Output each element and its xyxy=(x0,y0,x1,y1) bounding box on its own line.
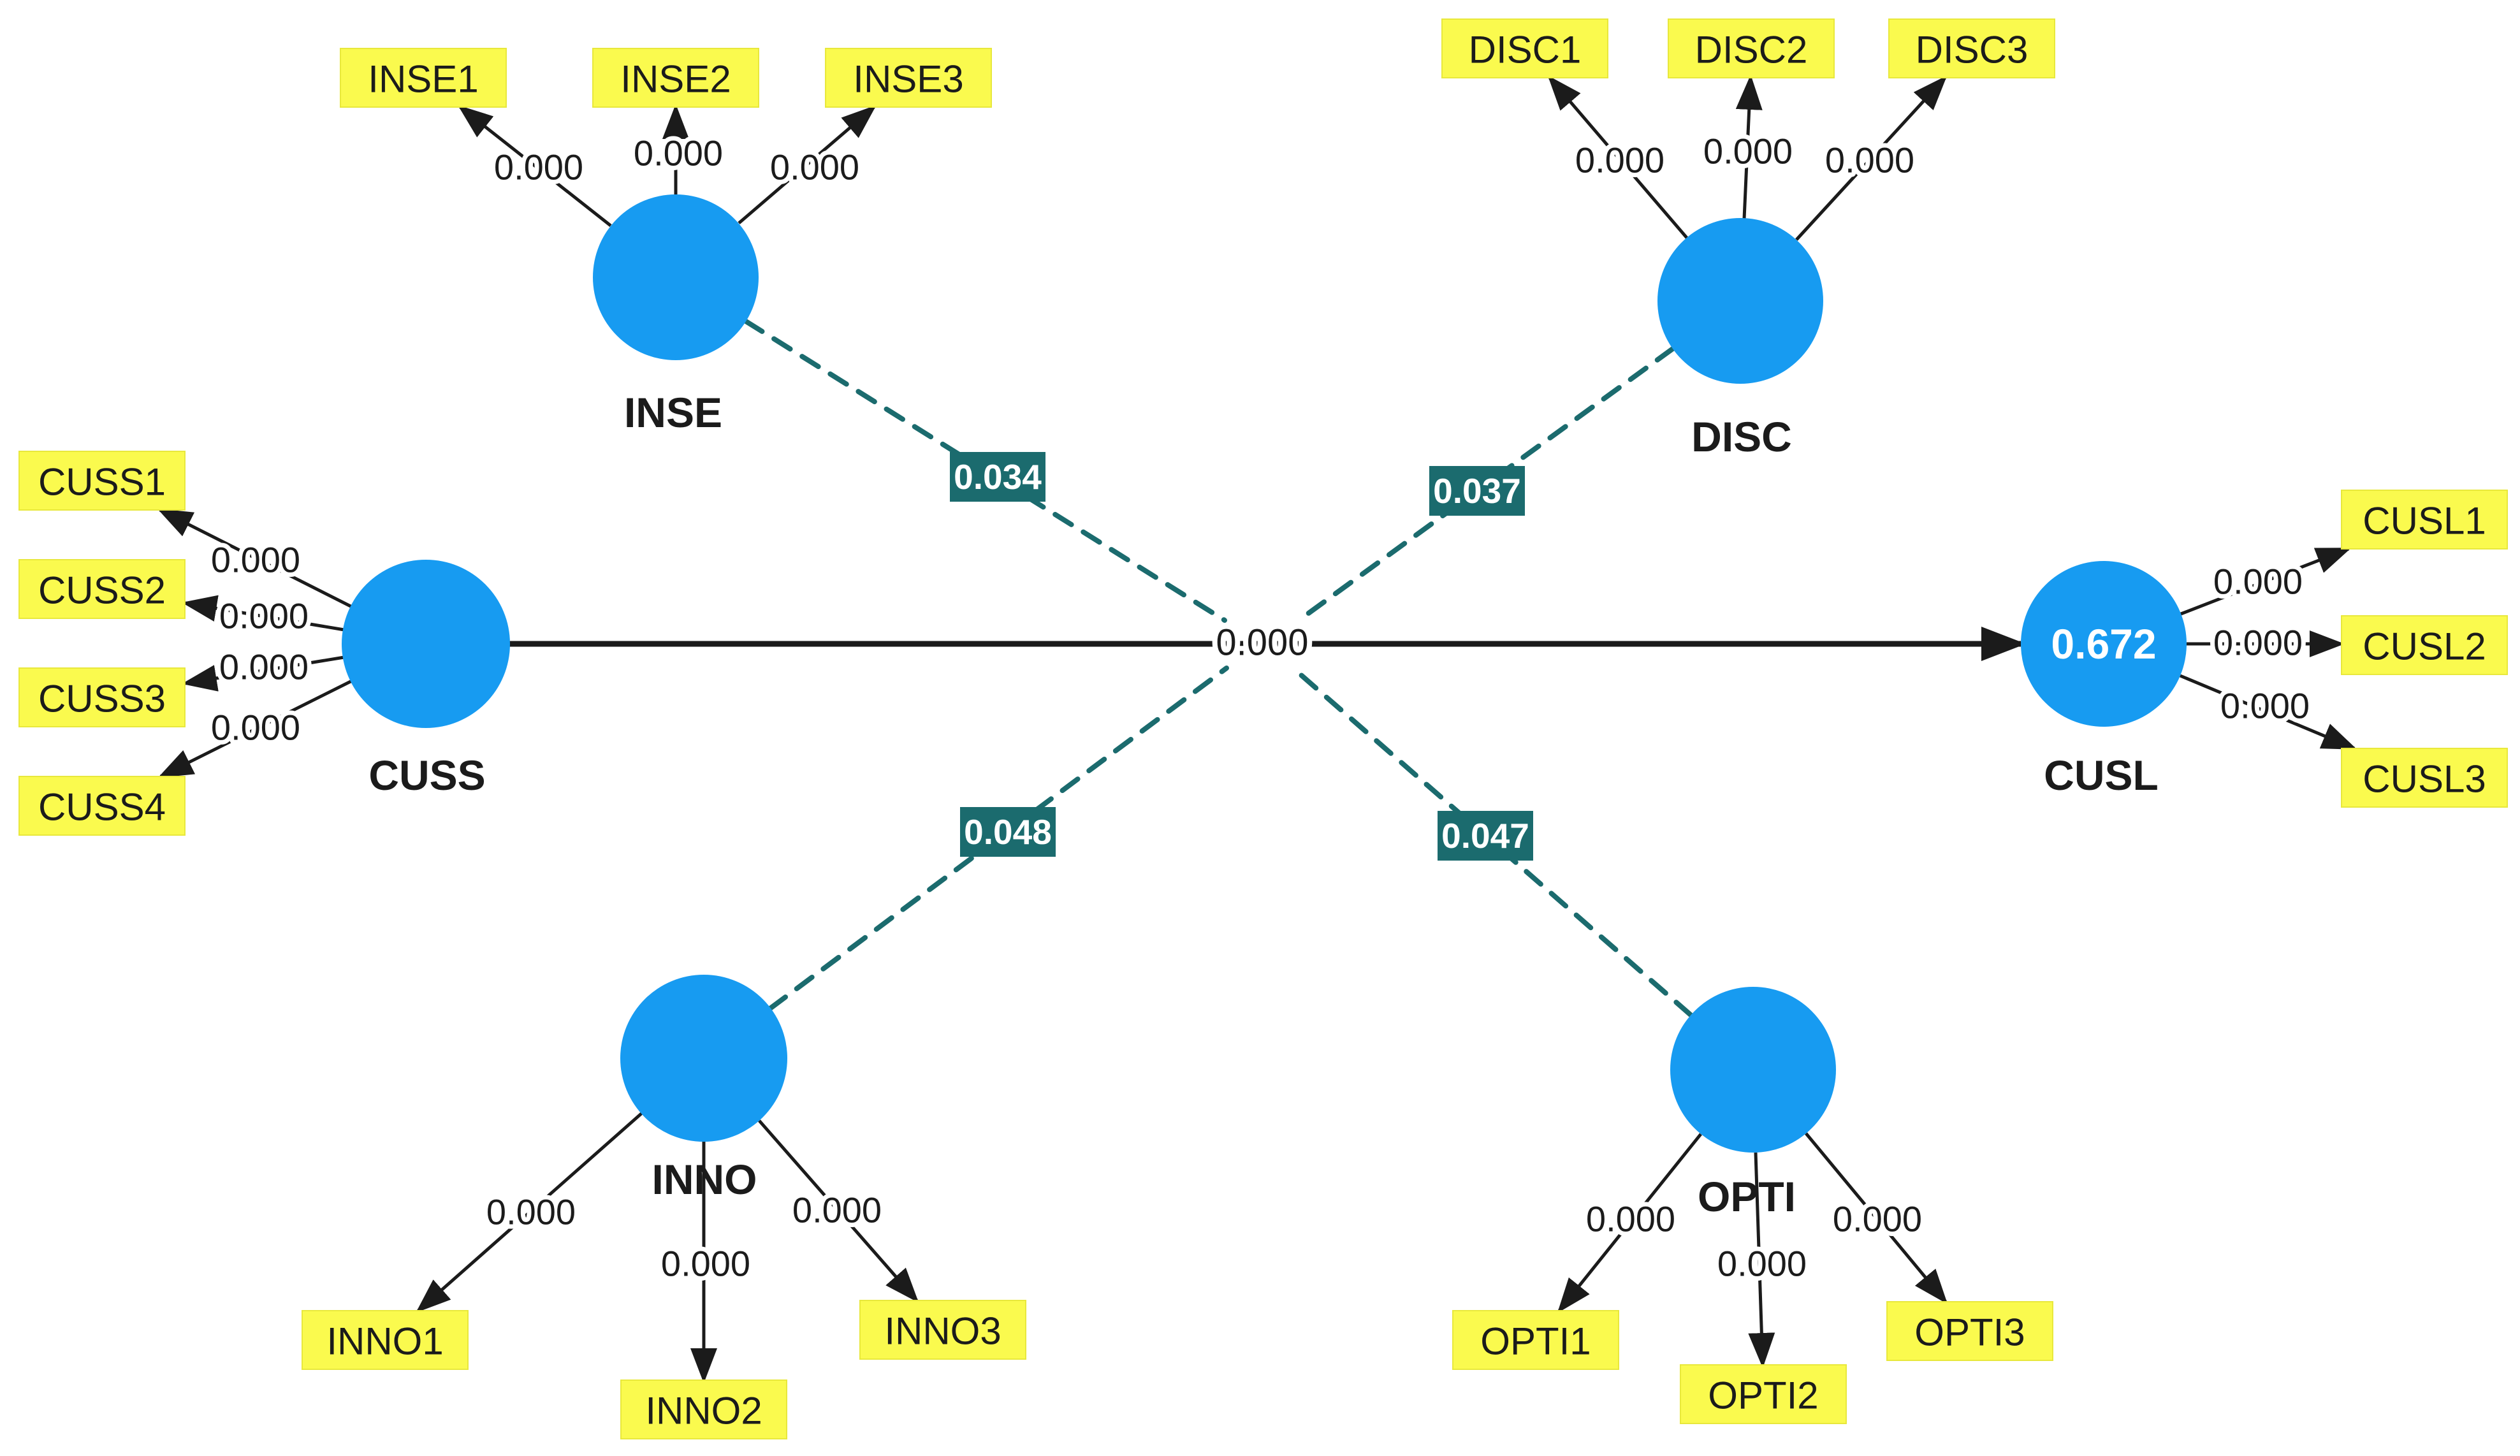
badge-inse-moderation xyxy=(950,452,1045,502)
construct-inse-circle xyxy=(593,194,759,360)
loading-disc1-value: 0.000 xyxy=(1575,140,1664,180)
indicator-cusl1-box xyxy=(2341,490,2508,550)
indicator-cusl1-label: CUSL1 xyxy=(2363,500,2486,542)
moderation-value-opti: 0.047 xyxy=(1441,816,1529,855)
indicator-inse2-label: INSE2 xyxy=(620,58,731,101)
indicator-inse3-box xyxy=(825,48,992,108)
loading-disc2-value: 0.000 xyxy=(1703,131,1793,171)
edge-opti-opti3 xyxy=(1805,1132,1948,1304)
indicator-opti1-label: OPTI1 xyxy=(1480,1320,1591,1363)
indicator-inse1-label: INSE1 xyxy=(368,58,478,101)
construct-inno-circle xyxy=(620,975,787,1142)
loading-cusl2-value: 0.000 xyxy=(2213,623,2303,663)
indicator-cusl2-label: CUSL2 xyxy=(2363,625,2486,668)
edge-cuss-cuss1 xyxy=(157,508,353,609)
indicator-cusl3-box xyxy=(2341,748,2508,808)
indicator-inno3-label: INNO3 xyxy=(884,1310,1001,1353)
indicator-opti3-label: OPTI3 xyxy=(1914,1311,2025,1354)
indicator-inno2-label: INNO2 xyxy=(645,1390,762,1432)
edge-disc-disc1 xyxy=(1547,75,1688,239)
indicator-disc2-label: DISC2 xyxy=(1695,29,1808,71)
loading-disc3-value: 0.000 xyxy=(1825,140,1914,180)
indicator-inno1-label: INNO1 xyxy=(326,1320,443,1363)
construct-cuss-label: CUSS xyxy=(368,752,485,799)
construct-cusl-circle xyxy=(2021,561,2187,727)
loading-cuss3-value: 0.000 xyxy=(219,647,309,687)
indicator-disc3-box xyxy=(1888,18,2055,78)
loading-inno2-value: 0.000 xyxy=(661,1244,750,1284)
construct-inse-label: INSE xyxy=(624,389,722,436)
construct-opti-circle xyxy=(1670,987,1836,1153)
loading-cuss4-value: 0.000 xyxy=(211,708,300,748)
indicator-disc1-label: DISC1 xyxy=(1469,29,1582,71)
indicator-cuss2-box xyxy=(18,559,186,619)
indicator-disc3-label: DISC3 xyxy=(1916,29,2028,71)
indicator-opti1-box xyxy=(1452,1310,1619,1370)
construct-cuss-circle xyxy=(342,560,510,728)
moderation-value-inno: 0.048 xyxy=(964,812,1052,852)
loading-opti2-value: 0.000 xyxy=(1717,1244,1807,1284)
edge-inno-inno1 xyxy=(416,1112,643,1313)
loading-cusl3-value: 0.000 xyxy=(2220,686,2310,726)
loading-inse3-value: 0.000 xyxy=(770,147,859,187)
indicator-cuss2-label: CUSS2 xyxy=(38,569,166,612)
edge-cusl-cusl1 xyxy=(2180,547,2352,616)
edge-cuss-cuss4 xyxy=(157,679,353,778)
path-coefficient-cuss-cusl: 0.000 xyxy=(1216,622,1308,664)
badge-disc-moderation xyxy=(1429,466,1525,516)
moderation-value-inse: 0.034 xyxy=(954,457,1042,497)
badge-opti-moderation xyxy=(1438,811,1533,861)
indicator-cuss4-label: CUSS4 xyxy=(38,786,166,829)
loading-inno1-value: 0.000 xyxy=(486,1192,576,1232)
moderation-edge-opti xyxy=(1293,668,1693,1017)
moderation-value-disc: 0.037 xyxy=(1433,471,1521,511)
construct-inno-label: INNO xyxy=(652,1156,757,1203)
construct-disc-circle xyxy=(1657,218,1823,384)
indicator-opti3-box xyxy=(1886,1301,2053,1361)
indicator-cuss1-box xyxy=(18,451,186,511)
loading-inse2-value: 0.000 xyxy=(634,133,723,173)
edge-inse-inse1 xyxy=(458,105,612,227)
edge-inse-inse3 xyxy=(738,105,877,224)
loading-opti3-value: 0.000 xyxy=(1833,1199,1922,1239)
construct-cusl-label: CUSL xyxy=(2044,752,2159,799)
construct-opti-label: OPTI xyxy=(1698,1173,1796,1220)
indicator-cuss1-label: CUSS1 xyxy=(38,461,166,504)
edge-inno-inno3 xyxy=(758,1119,919,1303)
indicator-disc2-box xyxy=(1668,18,1835,78)
indicator-opti2-label: OPTI2 xyxy=(1708,1374,1818,1417)
edge-cuss-cuss2 xyxy=(182,595,345,632)
edge-opti-opti2 xyxy=(1748,1152,1775,1368)
r-squared-value: 0.672 xyxy=(2051,620,2156,667)
construct-disc-label: DISC xyxy=(1691,413,1792,460)
edge-cusl-cusl3 xyxy=(2180,674,2357,750)
loading-cuss1-value: 0.000 xyxy=(211,540,300,580)
indicator-disc1-box xyxy=(1441,18,1608,78)
edge-disc-disc2 xyxy=(1735,75,1763,219)
badge-inno-moderation xyxy=(960,807,1056,857)
indicator-inno3-box xyxy=(859,1300,1026,1360)
loading-cuss2-value: 0.000 xyxy=(219,596,309,636)
loading-inno3-value: 0.000 xyxy=(792,1190,882,1230)
indicator-inse2-box xyxy=(592,48,759,108)
indicator-cusl3-label: CUSL3 xyxy=(2363,758,2486,801)
indicator-inse3-label: INSE3 xyxy=(853,58,963,101)
edge-opti-opti1 xyxy=(1557,1133,1702,1313)
indicator-inno2-box xyxy=(620,1380,787,1439)
indicator-inno1-box xyxy=(302,1310,469,1370)
indicator-cuss4-box xyxy=(18,776,186,836)
indicator-opti2-box xyxy=(1680,1364,1847,1424)
edge-disc-disc3 xyxy=(1795,75,1948,241)
indicator-cuss3-box xyxy=(18,667,186,727)
edge-cuss-cuss3 xyxy=(182,655,345,692)
loading-opti1-value: 0.000 xyxy=(1586,1199,1675,1239)
loading-cusl1-value: 0.000 xyxy=(2213,562,2303,602)
loading-inse1-value: 0.000 xyxy=(494,147,583,187)
indicator-cuss3-label: CUSS3 xyxy=(38,678,166,720)
indicator-cusl2-box xyxy=(2341,615,2508,675)
indicator-inse1-box xyxy=(340,48,507,108)
